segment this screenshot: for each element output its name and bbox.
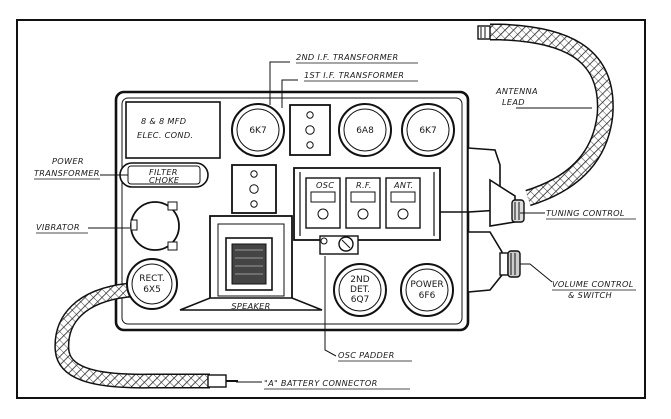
electrolytic-condenser: 8 & 8 MFD ELEC. COND. <box>125 101 221 159</box>
power-transformer-label-1: POWER <box>52 156 84 166</box>
filter-choke-label-1: FILTER <box>149 167 178 177</box>
if-transformer-1 <box>289 104 331 156</box>
rectifier-label-2: 6X5 <box>143 285 161 295</box>
capacitor-label-1: 8 & 8 MFD <box>141 116 186 126</box>
outer-border <box>16 19 646 399</box>
capacitor-label-2: ELEC. COND. <box>137 130 193 140</box>
rectifier-tube: RECT. 6X5 <box>126 258 178 310</box>
detector-label-2: DET. <box>350 285 370 295</box>
rectifier-label-1: RECT. <box>139 274 165 284</box>
battery-connector-label: "A" BATTERY CONNECTOR <box>264 378 378 388</box>
osc-padder <box>319 235 359 255</box>
filter-choke-label-2: CHOKE <box>149 175 180 185</box>
tuning-control-knob <box>511 199 525 223</box>
rf-coil-label: R.F. <box>356 180 372 190</box>
speaker: SPEAKER <box>179 215 323 311</box>
detector-label-1: 2ND <box>350 275 369 285</box>
tube-3-label: 6K7 <box>419 126 436 136</box>
tuning-control-label: TUNING CONTROL <box>546 208 625 218</box>
detector-tube: 2ND DET. 6Q7 <box>333 263 387 317</box>
leader-lines <box>88 61 592 383</box>
osc-coil-label: OSC <box>316 180 334 190</box>
if1-label: 1ST I.F. TRANSFORMER <box>304 70 404 80</box>
tube-2: 6A8 <box>338 103 392 157</box>
ant-coil-label: ANT. <box>393 180 414 190</box>
volume-control-label-1: VOLUME CONTROL <box>552 279 634 289</box>
power-tube: POWER 6F6 <box>400 263 454 317</box>
tuning-gang: OSC R.F. ANT. <box>293 167 468 241</box>
antenna-label-2: LEAD <box>502 97 525 107</box>
tube-1: 6K7 <box>231 103 285 157</box>
power-tube-label-1: POWER <box>410 280 443 290</box>
battery-cable <box>54 282 238 389</box>
vibrator-label: VIBRATOR <box>36 222 80 232</box>
vibrator <box>130 201 180 251</box>
if2-label: 2ND I.F. TRANSFORMER <box>296 52 399 62</box>
power-tube-label-2: 6F6 <box>419 291 436 301</box>
power-transformer-label-2: TRANSFORMER <box>34 168 100 178</box>
speaker-label: SPEAKER <box>231 301 270 311</box>
tube-2-label: 6A8 <box>356 126 374 136</box>
volume-control-knob <box>499 250 521 278</box>
filter-choke: FILTER CHOKE <box>119 162 209 188</box>
tube-1-label: 6K7 <box>249 126 266 136</box>
if-transformer-2 <box>231 164 277 214</box>
antenna-label-1: ANTENNA <box>495 86 538 96</box>
antenna-lead-cable <box>477 23 614 207</box>
osc-padder-label: OSC PADDER <box>338 350 395 360</box>
side-housing <box>467 147 516 293</box>
detector-label-3: 6Q7 <box>351 295 370 305</box>
volume-control-label-2: & SWITCH <box>568 290 612 300</box>
tube-3: 6K7 <box>401 103 455 157</box>
